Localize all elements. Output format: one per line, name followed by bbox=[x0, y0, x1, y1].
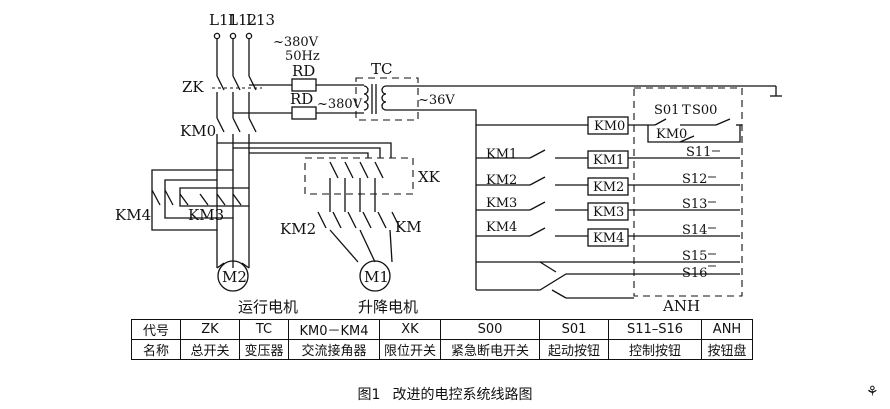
coil-label-km2: KM2 bbox=[593, 180, 624, 195]
legend-name-anh: 按钮盘 bbox=[701, 339, 753, 360]
legend-code-row: 代号 ZK TC KM0－KM4 XK S00 S01 S11–S16 ANH bbox=[131, 319, 753, 340]
label-zk: ZK bbox=[182, 78, 204, 96]
legend-code-tc: TC bbox=[239, 319, 289, 340]
coil-label-km4: KM4 bbox=[593, 231, 624, 246]
switch-label-km1: KM1 bbox=[486, 147, 517, 162]
label-s11: S11 bbox=[686, 145, 711, 160]
figure-caption: 图1 改进的电控系统线路图 bbox=[0, 384, 890, 404]
label-s00: S00 bbox=[692, 103, 717, 118]
label-km2-lift: KM2 bbox=[280, 220, 316, 238]
label-s16: S16 bbox=[682, 266, 707, 281]
legend-code-s01: S01 bbox=[539, 319, 609, 340]
row-km2 bbox=[476, 176, 740, 196]
row-km0 bbox=[476, 116, 742, 143]
transformer-tc bbox=[355, 77, 440, 121]
main-switch-zk bbox=[212, 75, 262, 118]
legend-code-zk: ZK bbox=[180, 319, 240, 340]
supply-terminals bbox=[213, 32, 253, 76]
supply-frequency: 50Hz bbox=[285, 49, 320, 64]
corner-mark-icon: ⚘ bbox=[866, 384, 879, 400]
legend-header-name: 名称 bbox=[131, 339, 181, 360]
phase-label-l12: L12 bbox=[228, 11, 257, 29]
switch-label-km4: KM4 bbox=[486, 220, 517, 235]
figure-number: 图1 bbox=[357, 387, 381, 403]
run-motor-branch bbox=[151, 150, 250, 292]
coil-label-km0: KM0 bbox=[594, 119, 625, 134]
label-t: T bbox=[682, 103, 691, 118]
legend-header-code: 代号 bbox=[131, 319, 181, 340]
phase-label-l13: L13 bbox=[246, 11, 275, 29]
row-km3 bbox=[476, 201, 740, 221]
lift-motor-branch bbox=[217, 142, 414, 292]
legend-code-s00: S00 bbox=[440, 319, 540, 340]
label-rd-2: RD bbox=[290, 90, 313, 108]
legend-name-km: 交流接角器 bbox=[288, 339, 380, 360]
label-primary-voltage: ~380V bbox=[317, 97, 363, 112]
label-motor-lift: 升降电机 bbox=[358, 298, 418, 316]
legend-code-km: KM0－KM4 bbox=[288, 319, 380, 340]
legend-table: 代号 ZK TC KM0－KM4 XK S00 S01 S11–S16 ANH … bbox=[131, 319, 753, 360]
label-tc: TC bbox=[371, 60, 392, 78]
legend-name-tc: 变压器 bbox=[239, 339, 289, 360]
legend-name-zk: 总开关 bbox=[180, 339, 240, 360]
label-s13: S13 bbox=[682, 197, 707, 212]
fuse-rd-1 bbox=[249, 78, 364, 92]
legend-name-s01: 起动按钮 bbox=[539, 339, 609, 360]
contactor-km0-main bbox=[216, 117, 257, 268]
label-secondary-voltage: ~36V bbox=[418, 93, 455, 108]
label-m2: M2 bbox=[222, 268, 247, 286]
legend-name-xk: 限位开关 bbox=[379, 339, 441, 360]
supply-voltage: ~380V bbox=[273, 35, 319, 50]
label-motor-run: 运行电机 bbox=[238, 298, 298, 316]
legend-name-s11-s16: 控制按钮 bbox=[608, 339, 702, 360]
legend-code-s11-s16: S11–S16 bbox=[608, 319, 702, 340]
label-s12: S12 bbox=[682, 172, 707, 187]
aux-label-km0: KM0 bbox=[656, 127, 687, 142]
label-m1: M1 bbox=[364, 268, 389, 286]
button-box-anh bbox=[633, 87, 743, 297]
label-anh: ANH bbox=[662, 297, 700, 315]
coil-label-km1: KM1 bbox=[593, 153, 624, 168]
row-km4 bbox=[476, 227, 740, 247]
legend-code-xk: XK bbox=[379, 319, 441, 340]
label-s14: S14 bbox=[682, 223, 707, 238]
label-km-lift: KM bbox=[395, 218, 422, 236]
legend-name-s00: 紧急断电开关 bbox=[440, 339, 540, 360]
control-rail-left bbox=[440, 109, 477, 290]
label-rd: RD bbox=[292, 62, 315, 80]
figure-title: 改进的电控系统线路图 bbox=[392, 387, 533, 403]
label-xk: XK bbox=[418, 168, 441, 186]
label-s01: S01 bbox=[654, 103, 679, 118]
row-km1 bbox=[476, 149, 740, 169]
legend-name-row: 名称 总开关 变压器 交流接角器 限位开关 紧急断电开关 起动按钮 控制按钮 按… bbox=[131, 339, 753, 360]
circuit-diagram: L11 L12 L13 ~380V 50Hz ZK KM0 bbox=[115, 11, 782, 316]
switch-label-km3: KM3 bbox=[486, 196, 517, 211]
coil-label-km3: KM3 bbox=[593, 205, 624, 220]
label-s15: S15 bbox=[682, 249, 707, 264]
label-km4: KM4 bbox=[115, 206, 151, 224]
label-km3: KM3 bbox=[188, 206, 224, 224]
fuse-rd-2 bbox=[233, 106, 364, 120]
label-km0: KM0 bbox=[180, 122, 216, 140]
phase-label-l11: L11 bbox=[209, 11, 238, 29]
row-s15-s16 bbox=[476, 253, 740, 299]
legend-code-anh: ANH bbox=[701, 319, 753, 340]
switch-label-km2: KM2 bbox=[486, 173, 517, 188]
